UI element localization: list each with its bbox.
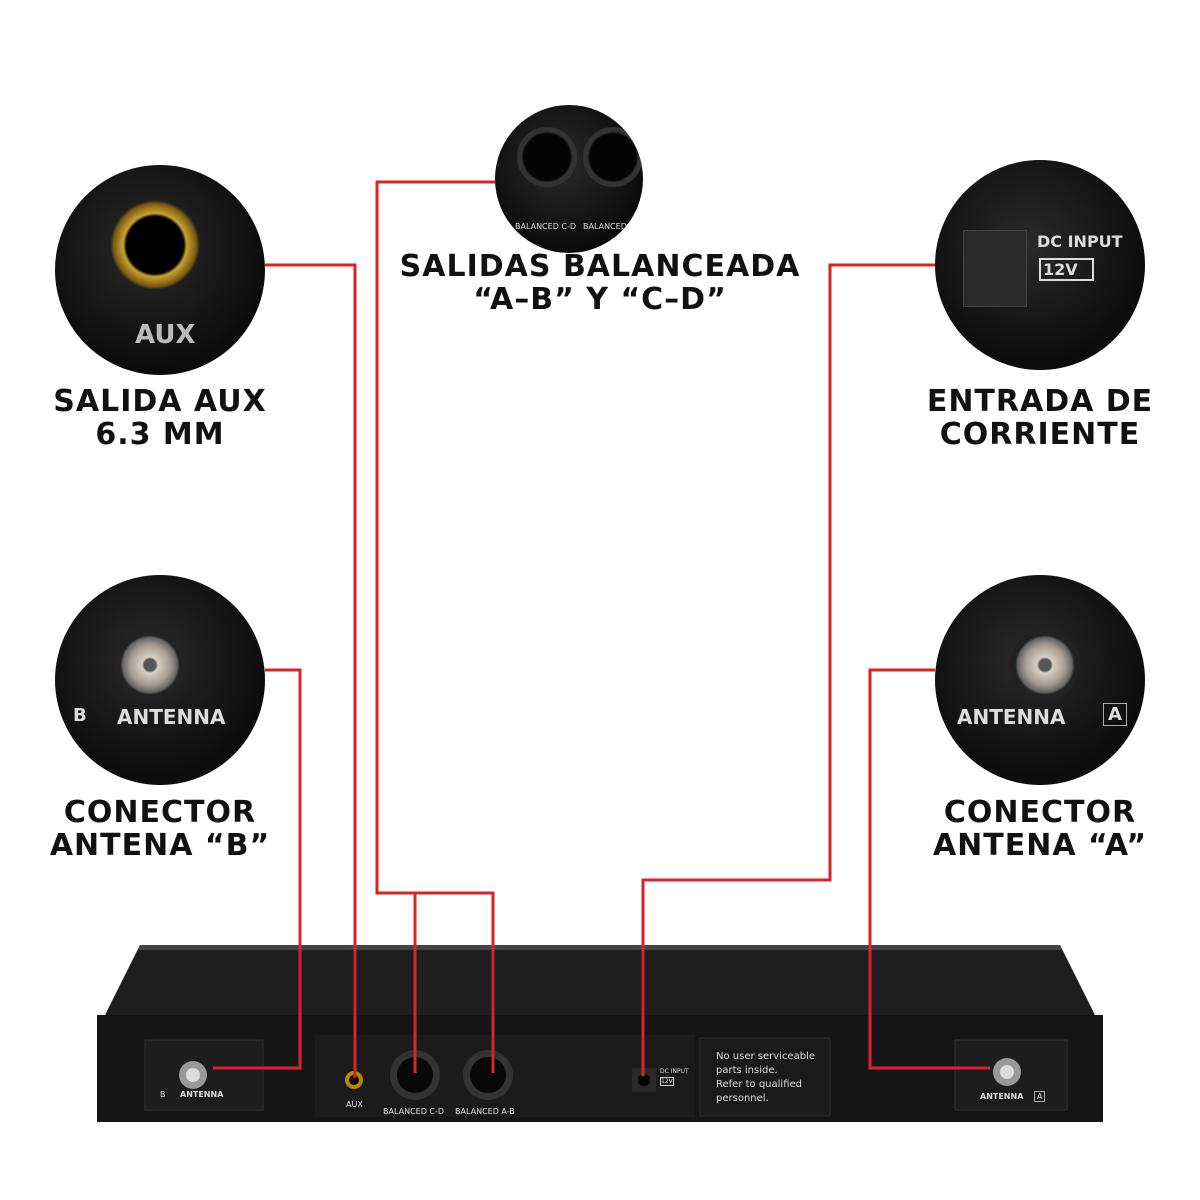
antenna-b-letter: B [73, 705, 87, 726]
balanced-cd-label: BALANCED C-D [515, 222, 577, 231]
dc-caption-line1: ENTRADA DE [926, 384, 1154, 419]
device-dc-label: DC INPUT [660, 1068, 689, 1075]
antenna-a-closeup: ANTENNA A [935, 575, 1145, 785]
aux-jack-icon [110, 200, 200, 290]
xlr-cd-icon [517, 127, 577, 187]
dc-caption: ENTRADA DE CORRIENTE [900, 385, 1180, 451]
antenna-b-caption-line1: CONECTOR [63, 795, 257, 830]
dc-closeup-label: DC INPUT [1037, 232, 1123, 251]
balanced-caption: SALIDAS BALANCEADA “A–B” Y “C–D” [380, 250, 820, 316]
antenna-b-leader-line [213, 668, 302, 1070]
dc-leader-line [641, 263, 935, 1076]
device-bal-cd-label: BALANCED C-D [383, 1107, 445, 1116]
notice-line: personnel. [716, 1093, 769, 1104]
balanced-caption-line1: SALIDAS BALANCEADA [399, 249, 801, 284]
device-notice: No user serviceable parts inside. Refer … [716, 1050, 815, 1106]
device-b-antenna-label: ANTENNA [180, 1090, 224, 1099]
xlr-ab-icon [583, 127, 643, 187]
dc-jack-icon [963, 230, 1027, 307]
aux-caption: SALIDA AUX 6.3 MM [20, 385, 300, 451]
notice-line: Refer to qualified [716, 1079, 803, 1090]
bnc-connector-icon [115, 630, 185, 700]
antenna-a-leader-line [868, 668, 990, 1070]
aux-closeup-label: AUX [135, 320, 196, 350]
dc-closeup-voltage: 12V [1039, 258, 1094, 281]
device-aux-label: AUX [346, 1100, 363, 1109]
antenna-a-caption-line1: CONECTOR [943, 795, 1137, 830]
antenna-b-caption: CONECTOR ANTENA “B” [20, 796, 300, 862]
notice-line: No user serviceable [716, 1051, 815, 1062]
aux-caption-line2: 6.3 MM [95, 417, 225, 452]
antenna-b-caption-line2: ANTENA “B” [49, 828, 271, 863]
antenna-a-letter: A [1103, 703, 1127, 726]
antenna-b-closeup: B ANTENNA [55, 575, 265, 785]
device-a-antenna-label: ANTENNA [980, 1092, 1024, 1101]
device-b-letter: B [160, 1090, 166, 1099]
notice-line: parts inside. [716, 1065, 778, 1076]
dc-caption-line2: CORRIENTE [939, 417, 1141, 452]
device-dc-voltage: 12V [660, 1077, 674, 1086]
antenna-a-caption: CONECTOR ANTENA “A” [900, 796, 1180, 862]
aux-leader-line [265, 263, 357, 1078]
aux-closeup: AUX [55, 165, 265, 375]
device-bal-ab-label: BALANCED A-B [455, 1107, 515, 1116]
balanced-leader-line [375, 180, 495, 1073]
bnc-connector-icon [1010, 630, 1080, 700]
balanced-ab-label: BALANCED A-B [583, 222, 643, 231]
antenna-a-panel-label: ANTENNA [957, 705, 1066, 729]
dc-closeup: DC INPUT 12V [935, 160, 1145, 370]
balanced-closeup: BALANCED C-D BALANCED A-B [495, 105, 643, 253]
antenna-b-panel-label: ANTENNA [117, 705, 226, 729]
balanced-caption-line2: “A–B” Y “C–D” [473, 282, 727, 317]
device-a-letter: A [1034, 1091, 1046, 1102]
aux-caption-line1: SALIDA AUX [53, 384, 267, 419]
antenna-a-caption-line2: ANTENA “A” [932, 828, 1148, 863]
